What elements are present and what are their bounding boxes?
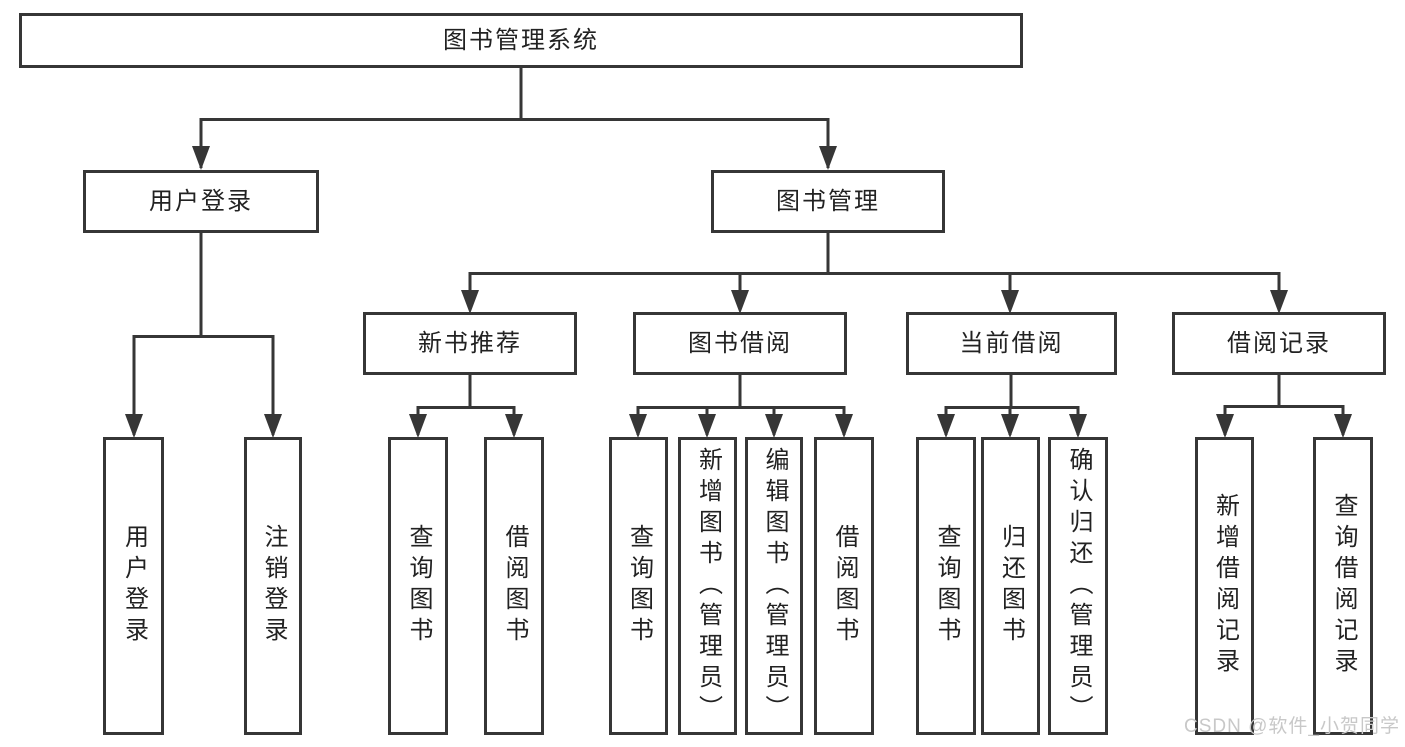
connector-borrowing-to-leaves <box>636 375 846 435</box>
leaf-edit-books-admin: 编辑图书（管理员） <box>745 437 803 735</box>
node-borrowing-records: 借阅记录 <box>1172 312 1386 375</box>
arrowhead-down-icon <box>264 414 282 438</box>
leaf-query-books-current: 查询图书 <box>916 437 976 735</box>
arrowhead-down-icon <box>1216 414 1234 438</box>
arrowhead-down-icon <box>125 414 143 438</box>
leaf-confirm-return-admin-label: 确认归还（管理员） <box>1065 446 1092 726</box>
arrowhead-down-icon <box>1001 414 1019 438</box>
arrowhead-down-icon <box>1001 290 1019 314</box>
node-book-management: 图书管理 <box>711 170 945 233</box>
leaf-query-books-recommend-label: 查询图书 <box>405 524 432 648</box>
leaf-add-books-admin-label: 新增图书（管理员） <box>694 446 722 726</box>
leaf-add-books-admin: 新增图书（管理员） <box>678 437 737 735</box>
leaf-borrow-books-borrowing-label: 借阅图书 <box>831 524 858 648</box>
node-new-book-recommendation-label: 新书推荐 <box>418 329 522 357</box>
arrowhead-down-icon <box>629 414 647 438</box>
node-book-borrowing-label: 图书借阅 <box>688 329 792 357</box>
leaf-add-borrow-record-label: 新增借阅记录 <box>1211 493 1239 679</box>
leaf-user-login-label: 用户登录 <box>120 524 148 648</box>
leaf-borrow-books-borrowing: 借阅图书 <box>814 437 874 735</box>
leaf-borrow-books-recommend: 借阅图书 <box>484 437 544 735</box>
leaf-logout: 注销登录 <box>244 437 302 735</box>
arrowhead-down-icon <box>409 414 427 438</box>
arrowhead-down-icon <box>731 290 749 314</box>
node-root-label: 图书管理系统 <box>443 26 599 54</box>
arrowhead-down-icon <box>835 414 853 438</box>
node-user-login-label: 用户登录 <box>149 187 253 215</box>
arrowhead-down-icon <box>1270 290 1288 314</box>
node-borrowing-records-label: 借阅记录 <box>1227 329 1331 357</box>
connector-records-to-leaves <box>1223 375 1345 435</box>
leaf-confirm-return-admin: 确认归还（管理员） <box>1048 437 1108 735</box>
node-current-borrowing: 当前借阅 <box>906 312 1117 375</box>
connector-user-login-to-leaves <box>132 233 275 435</box>
leaf-query-books-borrowing-label: 查询图书 <box>625 524 653 648</box>
arrowhead-down-icon <box>1069 414 1087 438</box>
leaf-query-borrow-record: 查询借阅记录 <box>1313 437 1373 735</box>
connector-recommend-to-leaves <box>416 375 516 435</box>
arrowhead-down-icon <box>192 146 210 170</box>
connector-root-to-level2 <box>199 68 830 168</box>
node-root: 图书管理系统 <box>19 13 1023 68</box>
arrowhead-down-icon <box>937 414 955 438</box>
arrowhead-down-icon <box>765 414 783 438</box>
leaf-query-books-recommend: 查询图书 <box>388 437 448 735</box>
arrowhead-down-icon <box>461 290 479 314</box>
node-user-login: 用户登录 <box>83 170 319 233</box>
leaf-query-books-borrowing: 查询图书 <box>609 437 668 735</box>
leaf-user-login: 用户登录 <box>103 437 164 735</box>
leaf-borrow-books-recommend-label: 借阅图书 <box>501 524 528 648</box>
leaf-query-borrow-record-label: 查询借阅记录 <box>1330 493 1357 679</box>
watermark: CSDN @软件_小贺同学 <box>1184 716 1400 737</box>
node-book-management-label: 图书管理 <box>776 187 880 215</box>
connector-book-mgmt-to-level3 <box>468 233 1281 310</box>
arrowhead-down-icon <box>698 414 716 438</box>
arrowhead-down-icon <box>1334 414 1352 438</box>
leaf-query-books-current-label: 查询图书 <box>933 524 960 648</box>
leaf-logout-label: 注销登录 <box>260 524 287 648</box>
node-new-book-recommendation: 新书推荐 <box>363 312 577 375</box>
leaf-add-borrow-record: 新增借阅记录 <box>1195 437 1254 735</box>
node-book-borrowing: 图书借阅 <box>633 312 847 375</box>
arrowheads <box>125 146 1352 438</box>
arrowhead-down-icon <box>819 146 837 170</box>
leaf-return-books: 归还图书 <box>981 437 1040 735</box>
arrowhead-down-icon <box>505 414 523 438</box>
leaf-return-books-label: 归还图书 <box>997 524 1025 648</box>
node-current-borrowing-label: 当前借阅 <box>959 329 1064 357</box>
leaf-edit-books-admin-label: 编辑图书（管理员） <box>761 446 788 726</box>
